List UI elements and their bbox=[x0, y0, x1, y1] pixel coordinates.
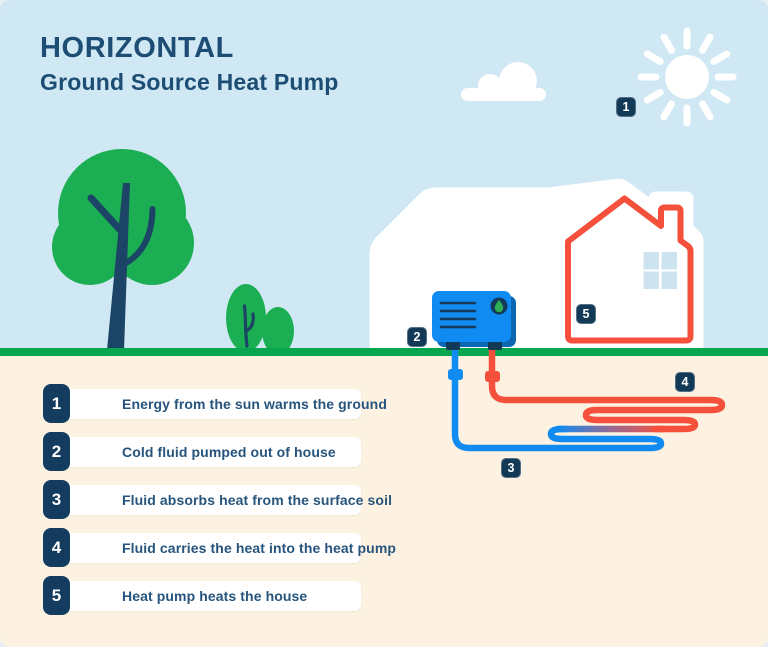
ground-surface bbox=[0, 348, 768, 356]
warm-pipe-coupling bbox=[485, 371, 500, 382]
marker-3-ground-loop: 3 bbox=[501, 458, 521, 478]
legend-text-bar: Fluid absorbs heat from the surface soil bbox=[61, 484, 392, 515]
legend-item: 1 Energy from the sun warms the ground bbox=[43, 384, 387, 423]
legend-number-badge: 5 bbox=[43, 576, 70, 615]
bush-icon bbox=[226, 284, 294, 355]
legend-number-badge: 2 bbox=[43, 432, 70, 471]
legend-text-bar: Cold fluid pumped out of house bbox=[61, 436, 361, 467]
sun-icon bbox=[637, 27, 737, 127]
legend-text: Energy from the sun warms the ground bbox=[122, 395, 387, 412]
legend: 1 Energy from the sun warms the ground 2… bbox=[43, 384, 396, 624]
marker-1-sun: 1 bbox=[616, 97, 636, 117]
heat-pump-foot bbox=[446, 340, 460, 350]
house-outline-icon bbox=[565, 195, 694, 344]
legend-item: 4 Fluid carries the heat into the heat p… bbox=[43, 528, 396, 567]
ground-loop-pipe-icon bbox=[448, 336, 726, 452]
legend-number-badge: 3 bbox=[43, 480, 70, 519]
heat-pump-foot bbox=[488, 340, 502, 350]
marker-4-warm-pipe: 4 bbox=[675, 372, 695, 392]
legend-text-bar: Energy from the sun warms the ground bbox=[61, 388, 387, 419]
legend-number-badge: 4 bbox=[43, 528, 70, 567]
legend-item: 3 Fluid absorbs heat from the surface so… bbox=[43, 480, 392, 519]
legend-text: Heat pump heats the house bbox=[122, 587, 308, 604]
warm-pipe bbox=[488, 336, 726, 433]
heat-pump-icon bbox=[432, 291, 516, 350]
cold-pipe bbox=[451, 336, 665, 452]
page-title: HORIZONTAL bbox=[40, 32, 234, 64]
cold-pipe-coupling bbox=[448, 369, 463, 380]
heat-pump-vents bbox=[439, 301, 477, 329]
page-subtitle: Ground Source Heat Pump bbox=[40, 68, 339, 95]
header: HORIZONTAL Ground Source Heat Pump bbox=[40, 32, 339, 95]
window-icon bbox=[643, 252, 677, 289]
cloud-icon bbox=[461, 62, 546, 101]
marker-5-house: 5 bbox=[576, 304, 596, 324]
legend-item: 2 Cold fluid pumped out of house bbox=[43, 432, 363, 471]
legend-text: Fluid absorbs heat from the surface soil bbox=[122, 491, 393, 508]
legend-text-bar: Heat pump heats the house bbox=[61, 580, 361, 611]
legend-text: Cold fluid pumped out of house bbox=[122, 443, 336, 460]
legend-text-bar: Fluid carries the heat into the heat pum… bbox=[61, 532, 396, 563]
legend-item: 5 Heat pump heats the house bbox=[43, 576, 363, 615]
flame-icon bbox=[490, 297, 508, 315]
tree-icon bbox=[52, 149, 194, 350]
legend-number-badge: 1 bbox=[43, 384, 70, 423]
legend-text: Fluid carries the heat into the heat pum… bbox=[122, 539, 397, 556]
marker-2-cold-pipe: 2 bbox=[407, 327, 427, 347]
